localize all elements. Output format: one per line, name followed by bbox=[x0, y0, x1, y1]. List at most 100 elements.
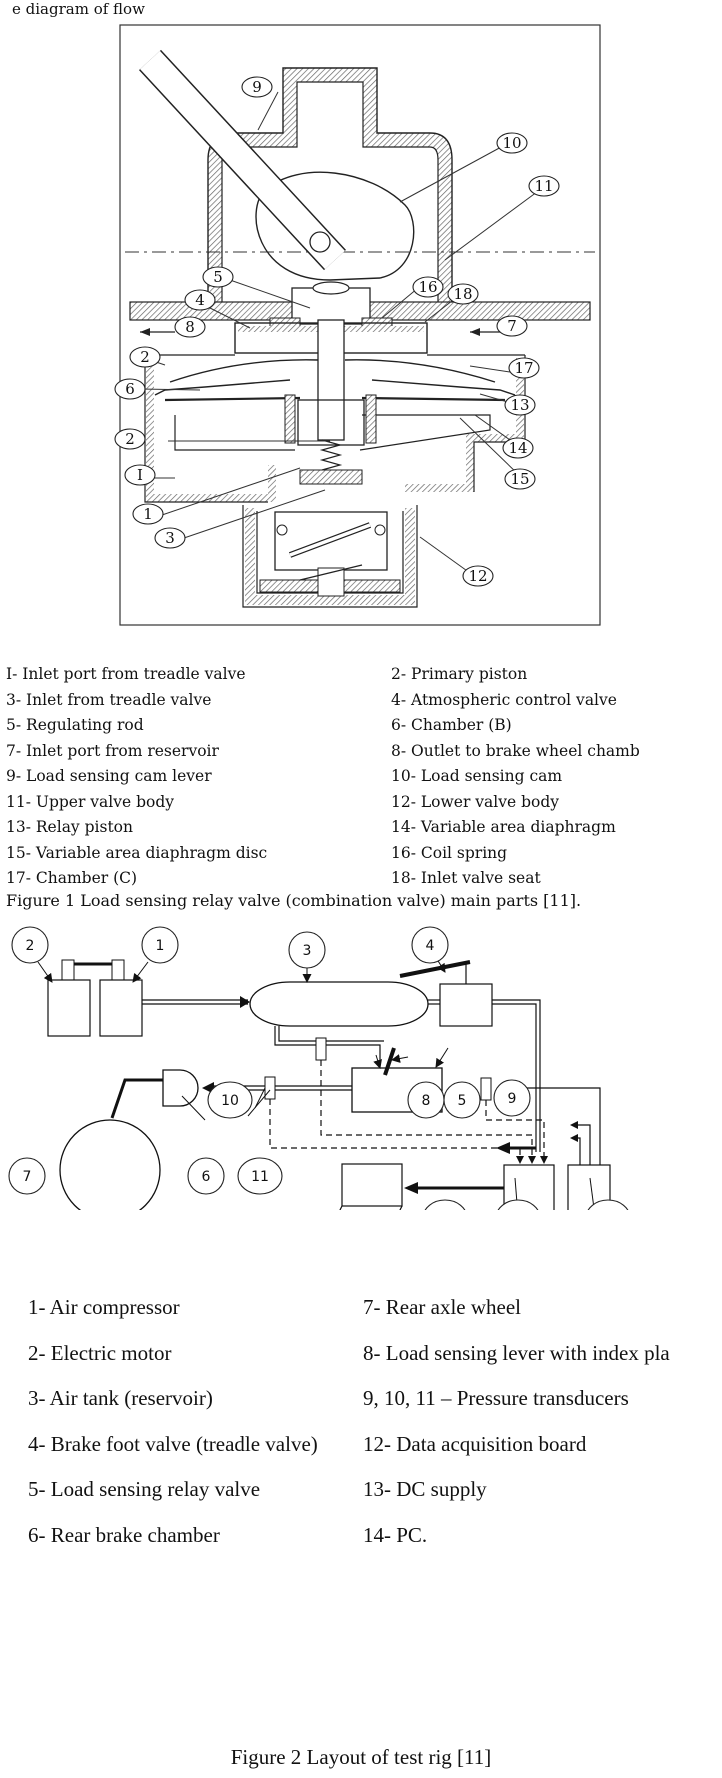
callout-18: 18 bbox=[447, 283, 479, 305]
callout-6: 6 bbox=[114, 378, 146, 400]
figure2-callouts: 2134108597611141213 bbox=[8, 926, 629, 1210]
callout-I: I bbox=[124, 464, 156, 486]
callout-14: 14 bbox=[424, 1199, 466, 1210]
lower-valve-body bbox=[245, 508, 415, 605]
outlet-arrow-8 bbox=[140, 328, 175, 336]
legend-item-right: 9, 10, 11 – Pressure transducers bbox=[363, 1386, 629, 1410]
callout-label: 2 bbox=[125, 430, 135, 448]
callout-4: 4 bbox=[184, 289, 216, 311]
legend-item-left: 3- Air tank (reservoir) bbox=[28, 1386, 213, 1410]
callout-17: 17 bbox=[508, 357, 540, 379]
callout-1: 1 bbox=[141, 926, 179, 964]
callout-label: 1 bbox=[156, 938, 165, 954]
callout-label: 11 bbox=[534, 177, 553, 195]
callout-13: 13 bbox=[587, 1199, 629, 1210]
callout-label: 2 bbox=[26, 938, 35, 954]
callout-1: 1 bbox=[132, 503, 164, 525]
upper-valve-body bbox=[208, 68, 452, 310]
callout-label: 12 bbox=[468, 567, 487, 585]
legend-item-right: 13- DC supply bbox=[363, 1477, 487, 1501]
air-tank bbox=[249, 981, 429, 1027]
legend-row: 3- Air tank (reservoir) 9, 10, 11 – Press… bbox=[28, 1376, 722, 1422]
cam-lever bbox=[138, 49, 347, 271]
callout-16: 16 bbox=[412, 276, 444, 298]
callout-4: 4 bbox=[411, 926, 449, 964]
legend-item-right: 8- Outlet to brake wheel chamb bbox=[391, 741, 640, 760]
callout-label: 13 bbox=[510, 396, 529, 414]
legend-item-left: 1- Air compressor bbox=[28, 1295, 180, 1319]
callout-12: 12 bbox=[462, 565, 494, 587]
legend-item-left: 6- Rear brake chamber bbox=[28, 1522, 220, 1547]
legend-item-left: 13- Relay piston bbox=[6, 818, 133, 836]
callout-7: 7 bbox=[8, 1157, 46, 1195]
callout-label: 7 bbox=[23, 1169, 32, 1185]
callout-label: 8 bbox=[422, 1093, 431, 1109]
callout-5: 5 bbox=[443, 1081, 481, 1119]
callout-13: 13 bbox=[504, 394, 536, 416]
callout-label: 4 bbox=[195, 291, 205, 309]
treadle-valve-box bbox=[439, 983, 493, 1027]
callout-2: 2 bbox=[114, 428, 146, 450]
callout-label: 1 bbox=[143, 505, 153, 523]
legend-item-left: 5- Load sensing relay valve bbox=[28, 1477, 261, 1501]
callout-label: 17 bbox=[514, 359, 533, 377]
callout-12: 12 bbox=[497, 1199, 539, 1210]
callout-2: 2 bbox=[11, 926, 49, 964]
legend-row: 2- Electric motor 8- Load sensing lever w… bbox=[28, 1331, 722, 1377]
callout-label: 3 bbox=[303, 943, 312, 959]
legend-item-right: 7- Rear axle wheel bbox=[363, 1295, 522, 1319]
legend-item-left: 2- Electric motor bbox=[28, 1340, 172, 1365]
dc-supply bbox=[567, 1164, 611, 1210]
callout-label: 5 bbox=[213, 268, 223, 286]
callout-3: 3 bbox=[154, 527, 186, 549]
compressor-box bbox=[99, 979, 143, 1037]
callout-11: 11 bbox=[528, 175, 560, 197]
callout-8: 8 bbox=[407, 1081, 445, 1119]
legend-item-right: 4- Atmospheric control valve bbox=[391, 690, 617, 709]
figure2-drawing: 2134108597611141213 bbox=[8, 926, 629, 1210]
callout-label: 18 bbox=[453, 285, 472, 303]
legend-item-right: 16- Coil spring bbox=[391, 843, 508, 862]
callout-label: 4 bbox=[426, 938, 435, 954]
legend-item-right: 2- Primary piston bbox=[391, 665, 528, 683]
legend-item-left: 3- Inlet from treadle valve bbox=[6, 690, 212, 709]
legend-item-left: 9- Load sensing cam lever bbox=[6, 767, 212, 785]
transducer-10 bbox=[315, 1037, 327, 1061]
legend-item-right: 18- Inlet valve seat bbox=[391, 869, 541, 887]
legend-item-right: 12- Data acquisition board bbox=[363, 1431, 587, 1456]
callout-2: 2 bbox=[129, 346, 161, 368]
legend-row: 1- Air compressor 7- Rear axle wheel bbox=[28, 1285, 722, 1331]
legend-row: 15- Variable area diaphragm disc 16- Coil… bbox=[6, 841, 722, 867]
coil-spring bbox=[319, 439, 343, 471]
transducer-9 bbox=[480, 1077, 492, 1101]
callout-10: 10 bbox=[496, 132, 528, 154]
legend-item-left: 17- Chamber (C) bbox=[6, 869, 138, 887]
callout-label: I bbox=[137, 466, 143, 484]
figure2-caption: Figure 2 Layout of test rig [11] bbox=[230, 1745, 492, 1769]
legend-item-right: 12- Lower valve body bbox=[391, 792, 560, 811]
callout-label: 10 bbox=[221, 1093, 239, 1109]
legend-row: 4- Brake foot valve (treadle valve)12- D… bbox=[28, 1422, 722, 1468]
load-sensing-cam bbox=[255, 171, 415, 281]
legend-item-left: 15- Variable area diaphragm disc bbox=[6, 843, 268, 862]
legend-item-right: 8- Load sensing lever with index pla bbox=[363, 1340, 670, 1365]
center-stem bbox=[317, 319, 345, 441]
callout-label: 10 bbox=[502, 134, 521, 152]
callout-label: 9 bbox=[508, 1091, 517, 1107]
header-fragment: e diagram of flow bbox=[12, 0, 145, 18]
callout-3: 3 bbox=[288, 931, 326, 969]
callout-label: 15 bbox=[510, 470, 529, 488]
legend-item-right: 6- Chamber (B) bbox=[391, 716, 512, 734]
callout-6: 6 bbox=[187, 1157, 225, 1195]
figure1-frame bbox=[119, 24, 601, 626]
legend-item-left: 11- Upper valve body bbox=[6, 792, 175, 811]
pc-screen bbox=[341, 1163, 403, 1207]
callout-8: 8 bbox=[174, 316, 206, 338]
